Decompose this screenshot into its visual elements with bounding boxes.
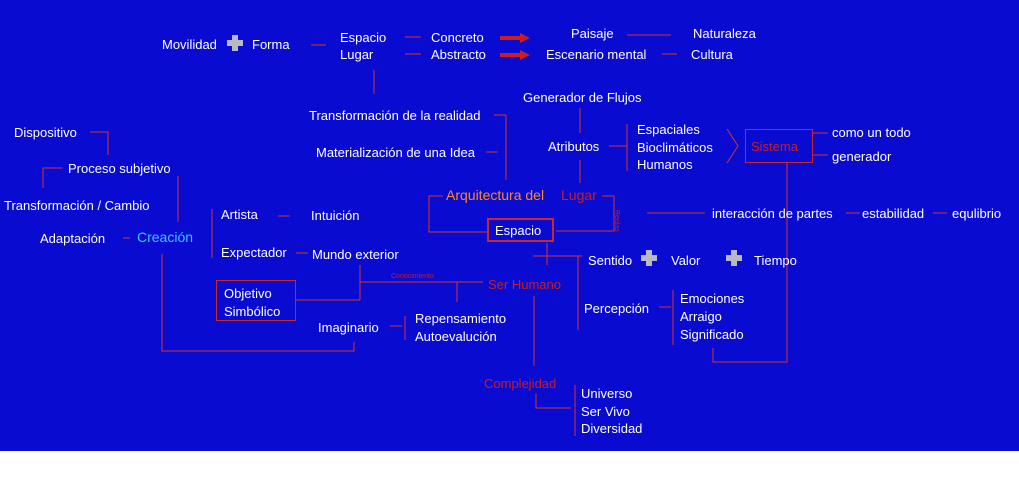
node-naturaleza: Naturaleza: [693, 26, 756, 41]
node-abstracto: Abstracto: [431, 47, 486, 62]
node-autoevaluacion: Autoevalución: [415, 329, 497, 344]
connector-line: [533, 255, 579, 330]
node-dispositivo: Dispositivo: [14, 125, 77, 140]
node-significado: Significado: [680, 327, 744, 342]
plus-icon: [726, 250, 742, 266]
node-materializacion: Materialización de una Idea: [316, 145, 475, 160]
node-interaccion-partes: interacción de partes: [712, 206, 833, 221]
node-humanos: Humanos: [637, 157, 693, 172]
connector-line: [712, 163, 788, 363]
node-equilibrio: equlibrio: [952, 206, 1002, 221]
node-transformacion-cambio: Transformación / Cambio: [4, 198, 150, 213]
node-como-un-todo: como un todo: [832, 125, 911, 140]
node-sistema: Sistema: [751, 139, 798, 154]
node-tiempo: Tiempo: [754, 253, 797, 268]
sistema-box: [745, 129, 813, 163]
node-escenario-mental: Escenario mental: [546, 47, 647, 62]
plus-icon: [227, 35, 243, 51]
connector-line: [42, 167, 62, 188]
node-arraigo: Arraigo: [680, 309, 722, 324]
node-transformacion-realidad: Transformación de la realidad: [309, 108, 481, 123]
node-complejidad: Complejidad: [484, 376, 557, 391]
node-expectador: Expectador: [221, 245, 287, 260]
node-proceso-subjetivo: Proceso subjetivo: [68, 161, 171, 176]
node-generador-flujos: Generador de Flujos: [523, 90, 642, 105]
node-objetivo: Objetivo: [224, 286, 272, 301]
concept-map: Movilidad Forma Espacio Lugar Concreto A…: [0, 0, 1019, 451]
arrow-right-icon: [500, 50, 530, 60]
node-espaciales: Espaciales: [637, 122, 700, 137]
node-mundo-exterior: Mundo exterior: [312, 247, 399, 262]
node-bioclimaticos: Bioclimáticos: [637, 140, 713, 155]
node-adaptacion: Adaptación: [40, 231, 106, 246]
node-imaginario: Imaginario: [318, 320, 379, 335]
node-conocimiento: Conocimiento: [391, 273, 434, 280]
node-generador: generador: [832, 149, 892, 164]
node-creacion: Creación: [137, 229, 194, 245]
connector-line: [161, 254, 355, 352]
node-universo: Universo: [581, 386, 633, 401]
node-paisaje: Paisaje: [571, 26, 614, 41]
node-atributos: Atributos: [548, 139, 600, 154]
node-concreto: Concreto: [431, 30, 484, 45]
node-lugar-top: Lugar: [340, 47, 374, 62]
espacio-box: [487, 218, 554, 242]
plus-icon: [641, 250, 657, 266]
node-intuicion: Intuición: [311, 208, 360, 223]
connector-line: [556, 195, 615, 232]
node-espacio-top: Espacio: [340, 30, 387, 45]
node-arquitectura-del: Arquitectura del: [446, 187, 545, 203]
node-diversidad: Diversidad: [581, 421, 643, 436]
connector-line: [90, 131, 109, 155]
connector-lines: [42, 34, 947, 436]
node-ser-humano: Ser Humano: [488, 277, 561, 292]
node-percepcion: Percepción: [584, 301, 650, 316]
node-artista: Artista: [221, 207, 258, 222]
node-reglas: Reglas: [613, 210, 620, 232]
node-sentido: Sentido: [588, 253, 633, 268]
node-lugar-center: Lugar: [561, 187, 597, 203]
connector-line: [535, 394, 571, 409]
node-repensamiento: Repensamiento: [415, 311, 507, 326]
node-espacio-center: Espacio: [495, 223, 542, 238]
connector-line: [726, 128, 739, 164]
node-emociones: Emociones: [680, 291, 745, 306]
node-cultura: Cultura: [691, 47, 733, 62]
node-movilidad: Movilidad: [162, 37, 217, 52]
node-estabilidad: estabilidad: [862, 206, 925, 221]
connector-line: [428, 195, 487, 233]
arrow-right-icon: [500, 33, 530, 43]
node-simbolico: Simbólico: [224, 304, 281, 319]
objetivo-simbolico-box: [216, 280, 296, 321]
node-ser-vivo: Ser Vivo: [581, 404, 630, 419]
node-valor: Valor: [671, 253, 701, 268]
node-forma: Forma: [252, 37, 290, 52]
